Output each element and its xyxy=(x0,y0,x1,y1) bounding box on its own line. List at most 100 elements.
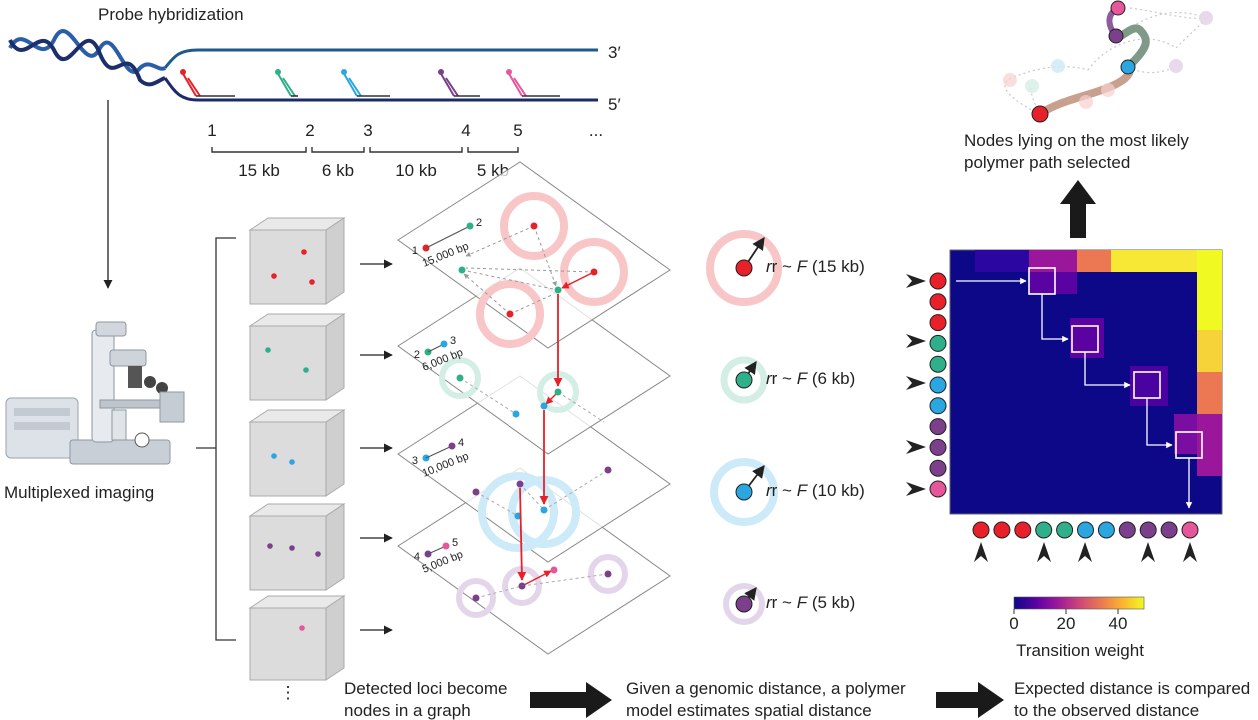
dna-helix-strand-a xyxy=(8,29,166,74)
dna-strand-5prime xyxy=(163,77,598,102)
row-node xyxy=(929,397,947,415)
colorbar: 0 20 40 Transition weight xyxy=(1009,596,1145,660)
column-node xyxy=(1014,521,1032,539)
plane-loci-3-4 xyxy=(397,375,671,563)
transition-matrix xyxy=(949,180,1223,515)
caption-3-line1: Expected distance is compared xyxy=(1014,679,1250,698)
row-node xyxy=(929,293,947,311)
matrix-cell xyxy=(975,250,1029,272)
colorbar-tick-20: 20 xyxy=(1057,614,1076,633)
flow-arrow-2 xyxy=(936,682,1004,718)
flow-arrow-1 xyxy=(530,682,612,718)
polymer-model-15kb: rr ~ F (15 kb) xyxy=(706,230,865,306)
row-node xyxy=(929,355,947,373)
nodes-selected-line1: Nodes lying on the most likely xyxy=(964,131,1189,150)
caption-3-line2: to the observed distance xyxy=(1014,701,1199,720)
probe-1 xyxy=(180,69,235,97)
colorbar-label: Transition weight xyxy=(1016,641,1144,660)
matrix-cell xyxy=(1197,414,1222,476)
locus-number-5: 5 xyxy=(513,121,522,140)
row-node xyxy=(929,438,947,456)
svg-text:4: 4 xyxy=(458,437,464,449)
row-node xyxy=(929,376,947,394)
cube-locus-2 xyxy=(248,313,346,401)
plane-loci-1-2 xyxy=(397,161,671,349)
column-node xyxy=(1160,521,1178,539)
svg-text:2: 2 xyxy=(414,349,420,361)
multiplexed-imaging-label: Multiplexed imaging xyxy=(4,483,154,502)
spacing-brackets xyxy=(211,147,519,153)
svg-text:2: 2 xyxy=(476,217,482,229)
polymer-model-5kb: rr ~ F (5 kb) xyxy=(723,583,855,625)
row-node xyxy=(929,459,947,477)
matrix-cell xyxy=(1197,372,1222,414)
plane-loci-4-5 xyxy=(397,467,671,655)
matrix-cell xyxy=(1197,330,1222,372)
svg-text:rr ~ F (10 kb): rr ~ F (10 kb) xyxy=(766,481,865,500)
svg-text:rr ~ F (5 kb): rr ~ F (5 kb) xyxy=(766,593,855,612)
locus-number-4: 4 xyxy=(461,121,470,140)
row-node xyxy=(929,418,947,436)
matrix-row-nodes xyxy=(929,272,947,498)
column-node xyxy=(1181,521,1199,539)
up-arrow xyxy=(1060,180,1096,238)
column-node xyxy=(1118,521,1136,539)
locus-number-1: 1 xyxy=(207,121,216,140)
row-selection-markers xyxy=(906,274,926,496)
caption-2-line2: model estimates spatial distance xyxy=(626,701,872,720)
cube-vdots: ⋮ xyxy=(280,683,297,702)
svg-text:5: 5 xyxy=(452,537,458,549)
caption-2-line1: Given a genomic distance, a polymer xyxy=(626,679,906,698)
column-node xyxy=(1035,521,1053,539)
five-prime-label: 5′ xyxy=(608,95,621,114)
cube-locus-3 xyxy=(248,409,346,497)
nodes-selected-line2: polymer path selected xyxy=(964,153,1130,172)
colorbar-tick-40: 40 xyxy=(1109,614,1128,633)
matrix-cell xyxy=(1174,414,1197,454)
matrix-cell xyxy=(1077,250,1111,272)
polymer-model-10kb: rr ~ F (10 kb) xyxy=(710,458,865,526)
colorbar-tick-0: 0 xyxy=(1009,614,1018,633)
locus-number-2: 2 xyxy=(305,121,314,140)
probe-5 xyxy=(506,69,560,97)
svg-text:rr ~ F (6 kb): rr ~ F (6 kb) xyxy=(766,369,855,388)
row-node xyxy=(929,480,947,498)
cube-locus-4 xyxy=(248,503,346,591)
matrix-cell xyxy=(1111,250,1197,272)
graph-planes: 1 2 15,000 bp 2 3 6,000 bp 3 4 10,000 bp… xyxy=(397,161,671,655)
dna-strand-3prime xyxy=(163,48,598,69)
svg-text:rr ~ F (15 kb): rr ~ F (15 kb) xyxy=(766,257,865,276)
svg-text:3: 3 xyxy=(412,455,418,467)
probe-2 xyxy=(275,69,298,97)
caption-1-line2: nodes in a graph xyxy=(344,701,471,720)
spacing-6kb: 6 kb xyxy=(322,161,354,180)
column-node xyxy=(993,521,1011,539)
probe-4 xyxy=(438,69,480,97)
locus-number-3: 3 xyxy=(363,121,372,140)
matrix-cell xyxy=(1197,250,1222,330)
loci-ellipsis: ... xyxy=(589,121,603,140)
column-node xyxy=(1097,521,1115,539)
svg-text:3: 3 xyxy=(450,335,456,347)
column-node xyxy=(1077,521,1094,539)
cube-to-plane-arrows xyxy=(360,259,393,635)
polymer-model-6kb: rr ~ F (6 kb) xyxy=(720,356,855,404)
svg-text:4: 4 xyxy=(414,551,420,563)
matrix-column-nodes xyxy=(972,521,1199,539)
polymer-path-illustration xyxy=(1003,0,1213,123)
three-prime-label: 3′ xyxy=(608,43,621,62)
column-selection-markers xyxy=(974,542,1197,562)
matrix-cell xyxy=(1029,272,1077,294)
probe-3 xyxy=(341,69,390,97)
cube-locus-5 xyxy=(248,595,346,681)
column-node xyxy=(972,521,990,539)
dna-helix-strand-b xyxy=(8,38,166,87)
spacing-15kb: 15 kb xyxy=(238,161,280,180)
selected-path-arrows xyxy=(956,277,1193,509)
probe-hybridization-title: Probe hybridization xyxy=(98,5,244,24)
cube-locus-1 xyxy=(248,217,346,305)
caption-1-line1: Detected loci become xyxy=(344,679,507,698)
bottom-captions: Detected loci become nodes in a graph Gi… xyxy=(344,679,1250,720)
selected-path-connectors xyxy=(517,294,563,581)
